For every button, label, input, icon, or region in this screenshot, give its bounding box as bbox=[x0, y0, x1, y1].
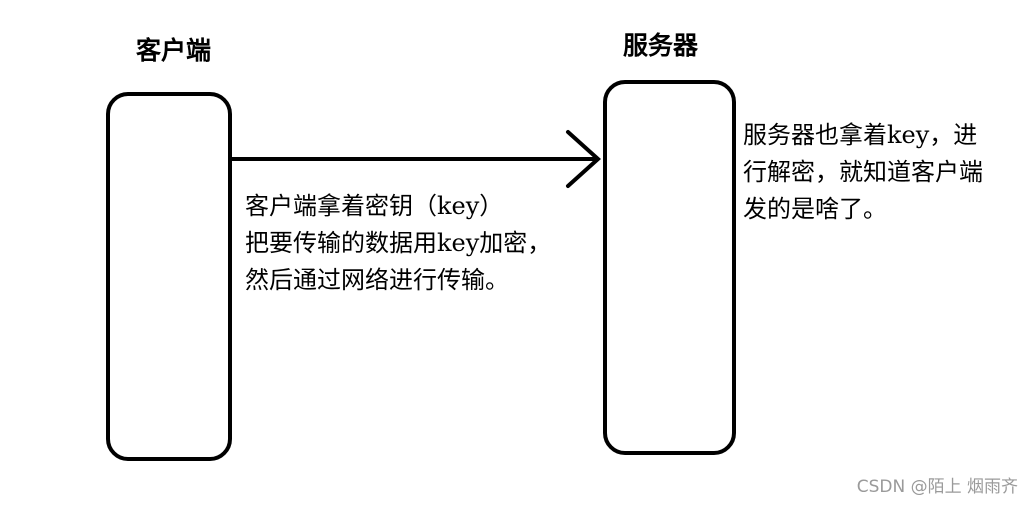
client-box bbox=[106, 92, 232, 461]
client-title: 客户端 bbox=[136, 36, 212, 65]
arrow-head bbox=[566, 130, 601, 188]
client-description-line-1: 客户端拿着密钥（key） bbox=[245, 192, 504, 220]
server-box bbox=[603, 80, 736, 455]
transmission-arrow bbox=[230, 130, 601, 188]
server-description-line-3: 发的是啥了。 bbox=[743, 195, 887, 223]
client-description-line-3: 然后通过网络进行传输。 bbox=[245, 266, 509, 294]
server-description: 服务器也拿着key，进 行解密，就知道客户端 发的是啥了。 bbox=[743, 117, 983, 228]
server-description-line-1: 服务器也拿着key，进 bbox=[743, 121, 978, 149]
client-description-line-2: 把要传输的数据用key加密， bbox=[245, 229, 552, 257]
client-description: 客户端拿着密钥（key） 把要传输的数据用key加密， 然后通过网络进行传输。 bbox=[245, 188, 551, 299]
server-title: 服务器 bbox=[623, 31, 699, 60]
server-description-line-2: 行解密，就知道客户端 bbox=[743, 158, 983, 186]
watermark: CSDN @陌上 烟雨齐 bbox=[856, 477, 1018, 497]
